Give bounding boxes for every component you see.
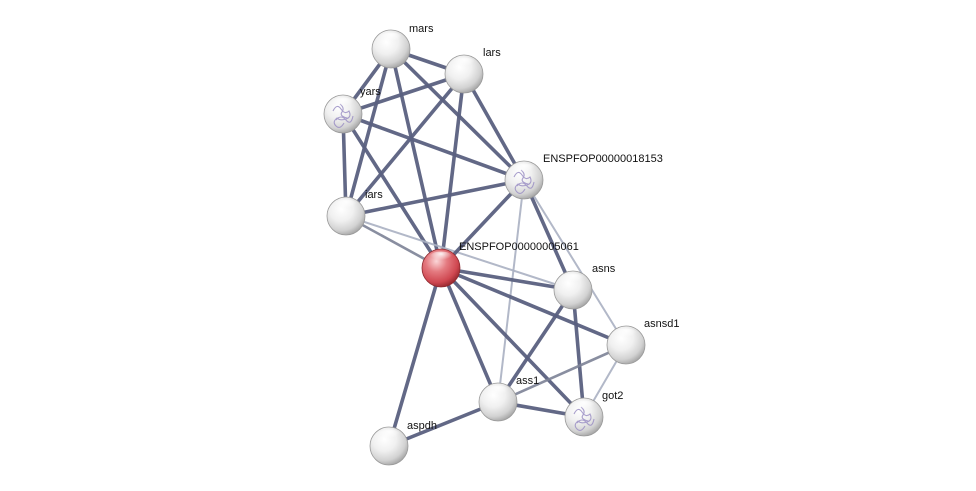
node-highlight (379, 32, 403, 45)
node-highlight (512, 163, 536, 176)
node-ENSPFOP00000018153[interactable]: ENSPFOP00000018153 (504, 153, 663, 200)
node-lars[interactable]: lars (444, 47, 501, 94)
edge-lars-ENSPFOP00000005061[interactable] (439, 72, 466, 270)
node-label[interactable]: mars (409, 23, 434, 35)
edge-mars-ENSPFOP00000005061[interactable] (389, 47, 443, 270)
node-label[interactable]: yars (360, 86, 381, 98)
node-highlight (572, 400, 596, 413)
node-label[interactable]: iars (365, 189, 383, 201)
edge-ass1-aspdh[interactable] (387, 400, 500, 448)
node-highlight (561, 273, 585, 286)
node-mars[interactable]: mars (371, 23, 434, 69)
node-highlight (452, 57, 476, 70)
node-asns[interactable]: asns (553, 263, 616, 310)
node-label[interactable]: lars (483, 47, 501, 59)
edge-lars-yars[interactable] (341, 72, 466, 116)
edge-yars-ENSPFOP00000005061[interactable] (341, 112, 443, 270)
node-highlight (334, 199, 358, 212)
node-highlight (486, 385, 510, 398)
edge-ENSPFOP00000005061-got2[interactable] (439, 266, 586, 419)
node-label[interactable]: got2 (602, 390, 623, 402)
node-label[interactable]: aspdh (407, 420, 437, 432)
node-yars[interactable]: yars (323, 86, 381, 134)
node-label[interactable]: ass1 (516, 375, 539, 387)
node-ass1[interactable]: ass1 (478, 375, 539, 422)
edge-lars-iars[interactable] (344, 72, 466, 218)
edge-yars-ENSPFOP00000018153[interactable] (341, 112, 526, 182)
edge-asns-got2[interactable] (571, 288, 586, 419)
node-aspdh[interactable]: aspdh (369, 420, 437, 466)
edge-ENSPFOP00000005061-ass1[interactable] (439, 266, 500, 404)
edge-ENSPFOP00000005061-aspdh[interactable] (387, 266, 443, 448)
node-highlight (331, 97, 355, 110)
node-label[interactable]: ENSPFOP00000005061 (459, 241, 579, 253)
node-got2[interactable]: got2 (564, 390, 623, 437)
edge-ENSPFOP00000018153-asnsd1[interactable] (523, 179, 627, 346)
edge-ENSPFOP00000018153-asns[interactable] (522, 178, 575, 292)
node-label[interactable]: ENSPFOP00000018153 (543, 153, 663, 165)
edge-iars-ENSPFOP00000018153[interactable] (344, 178, 526, 218)
edge-ass1-asnsd1[interactable] (496, 343, 628, 404)
edge-ENSPFOP00000018153-ass1[interactable] (497, 179, 525, 403)
node-iars[interactable]: iars (326, 189, 383, 236)
node-ENSPFOP00000005061[interactable]: ENSPFOP00000005061 (421, 241, 579, 288)
edge-ENSPFOP00000005061-asns[interactable] (439, 266, 575, 292)
edge-lars-ENSPFOP00000018153[interactable] (462, 72, 526, 182)
edge-iars-asns[interactable] (345, 215, 574, 291)
edge-asns-ass1[interactable] (496, 288, 575, 404)
node-highlight (614, 328, 638, 341)
node-label[interactable]: asns (592, 263, 616, 275)
node-highlight (429, 251, 453, 264)
node-label[interactable]: asnsd1 (644, 318, 679, 330)
edge-mars-iars[interactable] (344, 47, 393, 218)
edge-ENSPFOP00000018153-ENSPFOP00000005061[interactable] (439, 178, 526, 270)
node-highlight (377, 429, 401, 442)
node-asnsd1[interactable]: asnsd1 (606, 318, 679, 365)
edge-ENSPFOP00000005061-asnsd1[interactable] (439, 266, 628, 347)
